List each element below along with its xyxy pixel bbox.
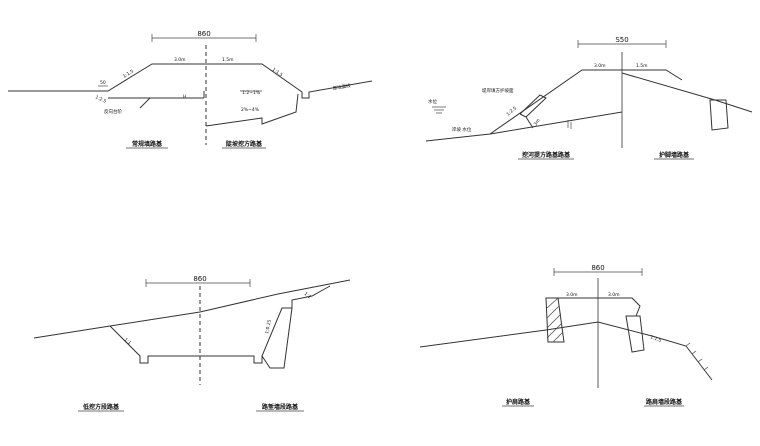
caption-left: 低挖方段路基 [82, 403, 120, 411]
roadbed-outline [8, 63, 373, 99]
caption-left: 常规填路基 [132, 140, 163, 148]
top-width-left: 3.0m [594, 63, 606, 69]
bank-protection [519, 94, 547, 118]
retaining-wall [261, 307, 293, 369]
left-slope-label: 1:1.5 [122, 68, 135, 79]
diagram-4: 860 3.0m 3.0m 1:1.5 护肩路基 路肩墙段路基 [419, 264, 713, 407]
total-width-label: 860 [197, 30, 210, 38]
retaining-wall [709, 99, 729, 131]
cut-outline [109, 285, 331, 364]
left-slope-label: 1:1 [123, 337, 133, 346]
caption-left: 护肩路基 [506, 398, 531, 406]
caption-right: 路肩墙段路基 [646, 398, 683, 406]
top-width-right: 1.5m [636, 63, 648, 69]
bank-note: 堤岸填方护坡面 [482, 87, 514, 94]
bank-label: 岸坡 水位 [452, 126, 472, 133]
right-slope-label: 1:1 [303, 291, 313, 300]
diagram-3: 860 1:1 1:0.25 1:1 低挖方段路基 路堑墙段路基 [33, 275, 351, 412]
total-width-label: 860 [193, 275, 206, 283]
ground-note: 原地面线 [332, 82, 351, 92]
bank-toe [525, 116, 534, 129]
caption-left: 挖河提方路基路基 [522, 151, 571, 159]
ground-line [33, 279, 351, 339]
total-width-label: 860 [591, 264, 604, 272]
ground-line [419, 321, 713, 381]
wall-slope-label: 1:0.25 [264, 319, 273, 334]
top-width-left: 3.0m [174, 57, 186, 63]
diagram-1: 860 3.0m 1.5m 1:1.5 1:1.5 50 1:2.5 反向台阶 … [8, 30, 373, 149]
top-width-left: 3.0m [566, 292, 578, 298]
ground-line [425, 111, 623, 142]
road-top [558, 297, 641, 317]
step-label: 1:2~1% [242, 90, 261, 96]
caption-right: 陡坡挖方路基 [226, 140, 263, 148]
diagram-2: S50 3.0m 1.5m 水位 堤岸填方护坡面 1:2.5 岸坡 水位 3m … [425, 36, 753, 160]
water-note: 水位 [428, 98, 437, 105]
caption-right: 护脚墙路基 [659, 151, 690, 159]
wall-hatch [546, 297, 564, 343]
right-slope-label: 1:1.5 [649, 334, 662, 344]
slope-hatch [685, 342, 709, 371]
total-width-label: S50 [615, 36, 628, 44]
depth-label: H [183, 94, 186, 100]
step-label-2: 2%~4% [241, 107, 260, 113]
left-slope2-label: 1:2.5 [94, 94, 107, 104]
top-width-right: 1.5m [222, 57, 234, 63]
height-label: 3m [533, 118, 542, 127]
bench-slope [139, 97, 151, 109]
right-slope-label: 1:1.5 [271, 67, 284, 79]
left-small-label: 50 [100, 80, 106, 86]
roadbed-outline [489, 69, 683, 135]
ground-line-right [621, 72, 753, 113]
caption-right: 路堑墙段路基 [262, 403, 299, 411]
top-width-right: 3.0m [608, 292, 620, 298]
bench-note: 反向台阶 [104, 108, 122, 115]
cut-outline [205, 93, 299, 127]
retaining-wall [625, 315, 645, 353]
